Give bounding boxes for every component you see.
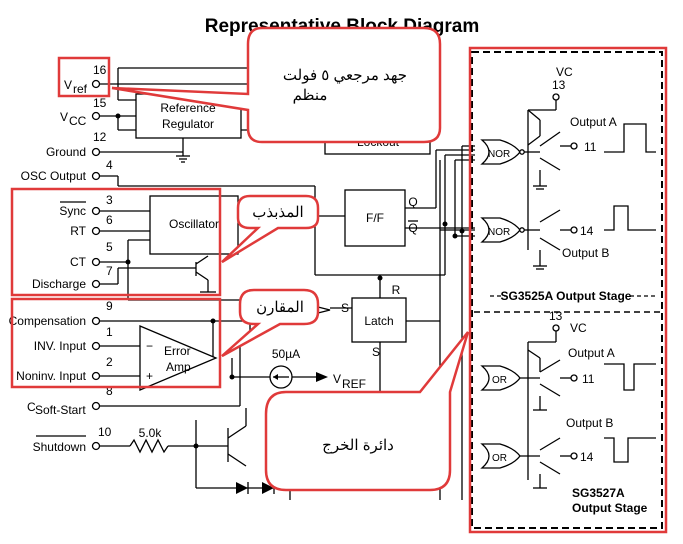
pin-label: Ground — [46, 145, 86, 159]
oscillator-block: Oscillator — [149, 195, 239, 293]
pin-sync: 3 Sync — [59, 193, 113, 218]
pin-compensation: 9 Compensation — [9, 299, 113, 328]
vc-label: VC — [556, 65, 573, 79]
pin-number: 1 — [106, 325, 113, 339]
latch-s2-label: S — [372, 345, 380, 359]
block-label: Oscillator — [169, 217, 219, 231]
vref-out-label: V — [333, 372, 341, 386]
vref-out-sub: REF — [342, 377, 366, 391]
output-a-label: Output A — [568, 346, 615, 360]
pin-label: Shutdown — [33, 440, 86, 454]
pin-number: 16 — [93, 63, 107, 77]
pin-label: C — [27, 400, 36, 414]
pin-label: OSC Output — [21, 169, 87, 183]
callout-vref-line-1: جهد مرجعي ٥ فولت — [283, 67, 407, 84]
pin-number: 3 — [106, 193, 113, 207]
or-gate-label: OR — [492, 375, 507, 386]
pin-label: Compensation — [9, 314, 86, 328]
nor-gate-label: NOR — [488, 149, 510, 160]
callout-comparator: المقارن — [221, 288, 320, 358]
ff-qbar-label: Q — [408, 221, 417, 235]
pin-number: 6 — [106, 213, 113, 227]
callout-vref-line-2: منظم — [293, 87, 328, 104]
callout-oscillator: المذبذب — [221, 194, 320, 264]
pin-14-label: 14 — [580, 224, 594, 238]
pin-13-label: 13 — [549, 309, 563, 323]
pin-label: INV. Input — [34, 339, 87, 353]
pin-11-label: 11 — [582, 372, 595, 386]
latch-block: Latch S R S — [341, 283, 407, 359]
resistor-label: 5.0k — [139, 426, 163, 440]
pin-discharge: 7 Discharge — [32, 264, 113, 291]
pin-label: V — [64, 78, 72, 92]
pin-11-label: 11 — [584, 140, 597, 154]
stage-a-title: SG3525A Output Stage — [501, 289, 632, 303]
pin-13-label: 13 — [552, 78, 566, 92]
pin-number: 2 — [106, 355, 113, 369]
output-a-label: Output A — [570, 115, 617, 129]
callout-output: دائرة الخرج — [264, 331, 470, 492]
callout-comparator-text: المقارن — [256, 299, 304, 316]
pin-label-sub: Soft-Start — [35, 403, 86, 417]
stage-b-subtitle: Output Stage — [572, 501, 648, 515]
current-source: 50µA V REF — [229, 347, 366, 391]
current-source-label: 50µA — [272, 347, 300, 361]
latch-s-label: S — [341, 301, 349, 315]
pin-vcc: 15 V CC — [60, 96, 107, 128]
pin-label: V — [60, 110, 68, 124]
or-gate-label: OR — [492, 453, 507, 464]
pin-number: 4 — [106, 158, 113, 172]
pin-label-sub: CC — [69, 114, 87, 128]
pin-ct: 5 CT — [70, 240, 113, 269]
block-label: Regulator — [162, 117, 214, 131]
output-b-label: Output B — [562, 246, 609, 260]
pin-label: CT — [70, 255, 87, 269]
pin-soft-start: 8 C Soft-Start — [27, 384, 113, 417]
callout-vref: جهد مرجعي ٥ فولت منظم — [111, 26, 442, 144]
reference-regulator-block: Reference Regulator — [135, 93, 242, 139]
pin-vref: 16 V ref — [64, 63, 107, 96]
pin-number: 15 — [93, 96, 107, 110]
block-label: F/F — [366, 211, 384, 225]
block-label: Reference — [160, 101, 216, 115]
stage-b-title: SG3527A — [572, 486, 625, 500]
pin-rt: 6 RT — [70, 213, 113, 238]
output-stage-b: 13 VC OR Output A 11 OR Output B 14 SG — [480, 309, 656, 515]
latch-r-label: R — [392, 283, 401, 297]
error-amp-block: Error Amp − + — [139, 325, 218, 391]
amp-plus-sign: + — [146, 369, 153, 383]
annotation-frames — [10, 46, 668, 534]
callout-oscillator-text: المذبذب — [252, 204, 303, 221]
output-stage-a: VC 13 NOR Output A 11 NOR — [471, 51, 663, 529]
pin-inv-input: 1 INV. Input — [34, 325, 113, 353]
pin-ground: 12 Ground — [46, 130, 107, 159]
pin-14-label: 14 — [580, 450, 594, 464]
ff-q-label: Q — [408, 195, 417, 209]
amp-minus-sign: − — [146, 339, 153, 353]
pin-label: Noninv. Input — [16, 369, 86, 383]
output-b-label: Output B — [566, 416, 613, 430]
pin-osc-output: 4 OSC Output — [21, 158, 113, 183]
pin-noninv-input: 2 Noninv. Input — [16, 355, 113, 383]
nor-gate-label: NOR — [488, 227, 510, 238]
vc-label: VC — [570, 321, 587, 335]
block-label: Latch — [364, 314, 393, 328]
pin-label: RT — [70, 224, 86, 238]
pin-label: Sync — [59, 204, 86, 218]
pin-number: 12 — [93, 130, 107, 144]
block-label: Amp — [166, 360, 191, 374]
pin-number: 9 — [106, 299, 113, 313]
pin-label: Discharge — [32, 277, 86, 291]
pin-number: 8 — [106, 384, 113, 398]
pin-number: 5 — [106, 240, 113, 254]
pin-shutdown: 10 Shutdown — [33, 425, 112, 454]
pin-label-sub: ref — [73, 82, 88, 96]
pin-number: 7 — [106, 264, 113, 278]
flip-flop-block: F/F Q Q — [344, 189, 418, 247]
block-label: Error — [164, 344, 191, 358]
callout-output-text: دائرة الخرج — [322, 437, 394, 454]
pin-number: 10 — [98, 425, 112, 439]
